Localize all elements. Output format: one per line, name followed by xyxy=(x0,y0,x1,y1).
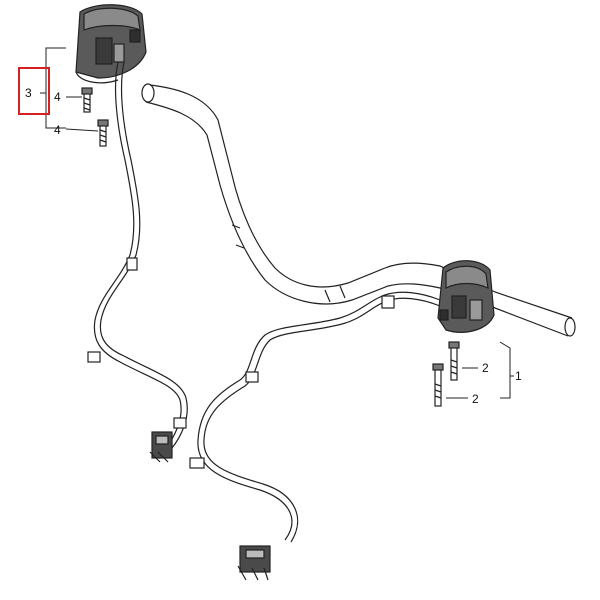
right-connector xyxy=(237,545,271,581)
callout-left-assembly: 3 xyxy=(25,86,32,100)
left-leader-lines xyxy=(40,47,99,132)
left-wire-harness xyxy=(87,61,188,451)
callout-right-screw-lower: 2 xyxy=(472,392,479,406)
highlight-box xyxy=(18,67,50,115)
right-wire-harness xyxy=(189,291,441,543)
handlebar xyxy=(141,83,576,337)
left-connector xyxy=(149,431,173,463)
callout-right-screw-upper: 2 xyxy=(482,361,489,375)
callout-left-screw-upper: 4 xyxy=(54,90,61,104)
right-screw-lower xyxy=(432,363,444,407)
callout-right-assembly: 1 xyxy=(515,369,522,383)
left-screw-upper xyxy=(81,87,93,113)
right-switch-housing xyxy=(437,260,495,333)
right-leader-lines xyxy=(446,341,514,399)
left-screw-lower xyxy=(97,119,109,147)
callout-left-screw-lower: 4 xyxy=(54,123,61,137)
right-screw-upper xyxy=(448,341,460,381)
left-switch-housing xyxy=(75,4,147,84)
